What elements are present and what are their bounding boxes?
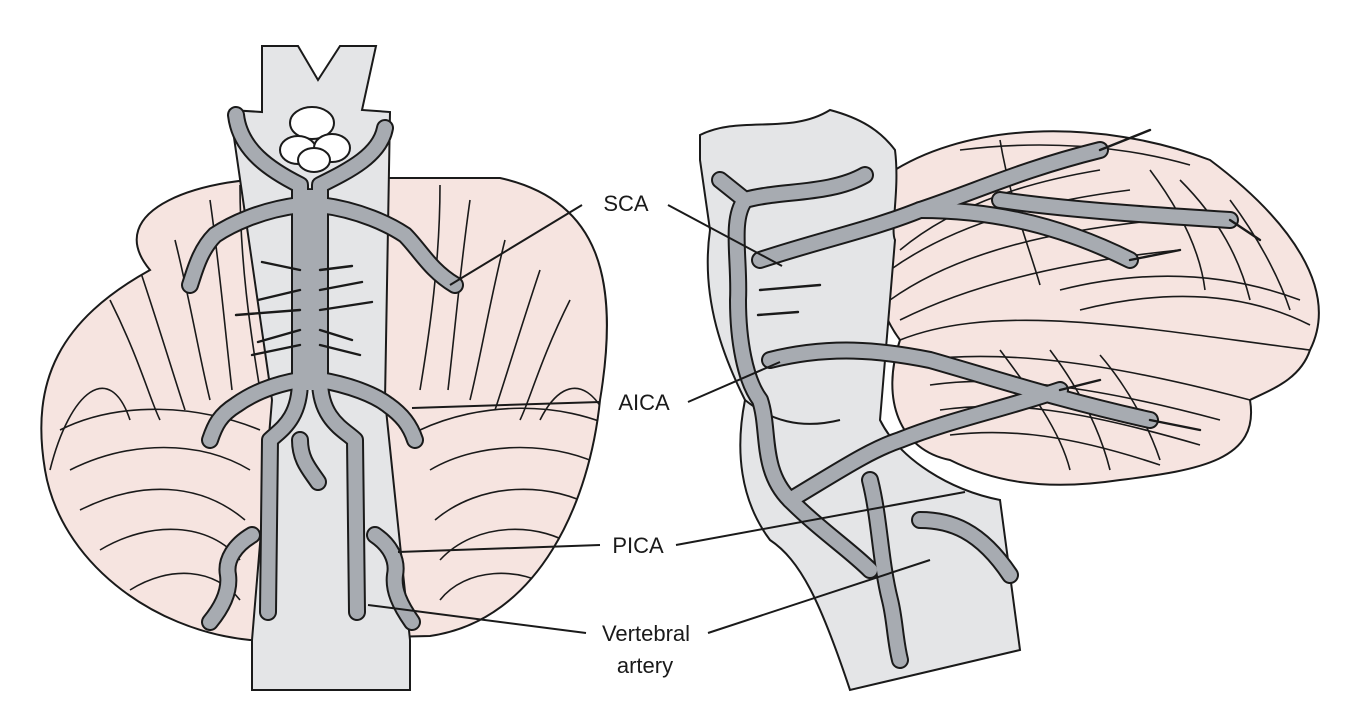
vertebral-artery-label-line1: Vertebral: [602, 621, 690, 646]
posterior-view: [41, 46, 620, 690]
pica-label: PICA: [612, 533, 664, 558]
aica-label: AICA: [618, 390, 670, 415]
labels: SCA AICA PICA Vertebral artery: [602, 191, 690, 678]
vertebral-artery-label-line2: artery: [617, 653, 673, 678]
lateral-view: [700, 110, 1319, 690]
sca-label: SCA: [603, 191, 649, 216]
